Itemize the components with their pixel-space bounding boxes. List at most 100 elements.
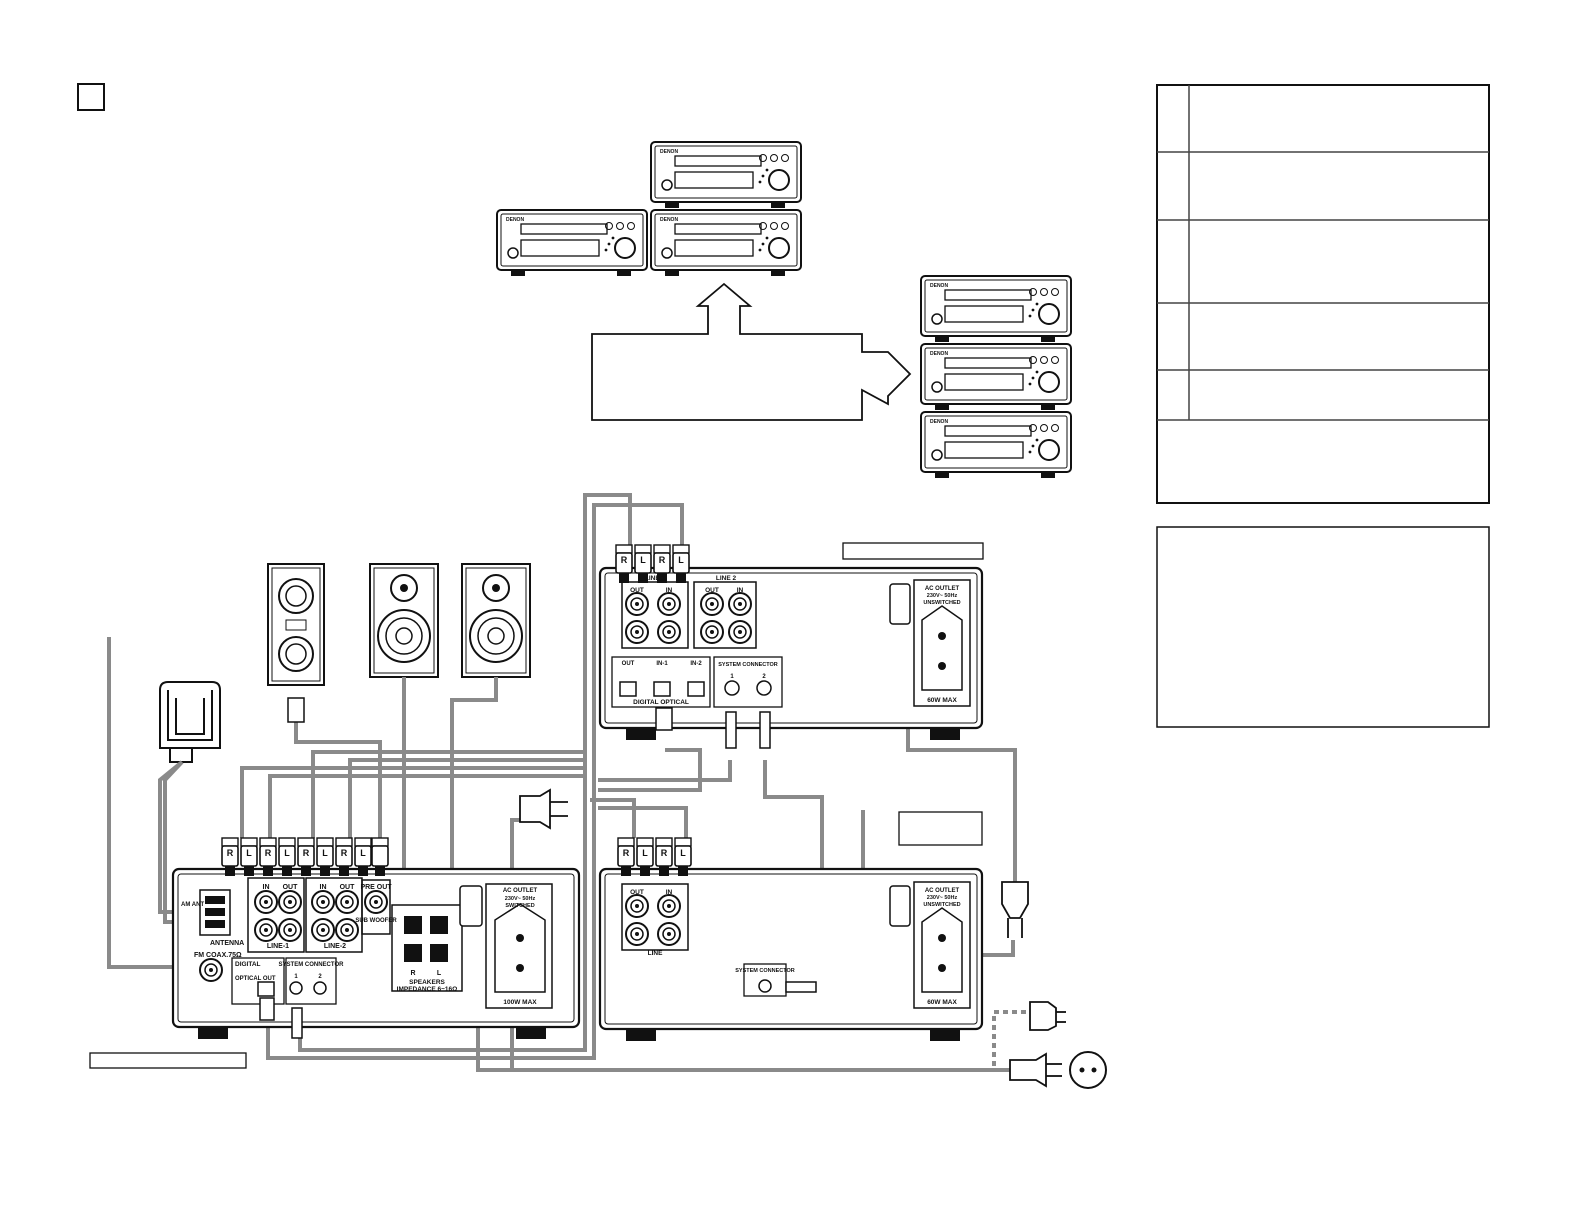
rx-amant-label: AM ANT xyxy=(181,902,204,908)
caption-box-receiver xyxy=(89,1052,247,1069)
rx-sys1-label: 1 xyxy=(294,974,298,980)
sub-plug xyxy=(287,697,305,723)
rx-sysconn-label: SYSTEM CONNECTOR xyxy=(279,962,345,968)
rx-sys2-label: 2 xyxy=(318,974,322,980)
dt-acoutlet-label: AC OUTLET xyxy=(925,586,960,592)
plug-label: L xyxy=(284,848,290,858)
plug-label: R xyxy=(227,848,234,858)
rx-digital-label: DIGITAL xyxy=(235,961,261,968)
plug-label: L xyxy=(246,848,252,858)
db-out-label: OUT xyxy=(630,889,644,896)
brand-label: DENON xyxy=(506,217,524,223)
db-acoutlet-label: AC OUTLET xyxy=(925,888,960,894)
brand-label: DENON xyxy=(660,217,678,223)
dt-acvolt-label: 230V~ 50Hz xyxy=(927,593,958,599)
optical-plug-receiver xyxy=(259,997,275,1021)
rx-line2-label: LINE-2 xyxy=(324,943,346,950)
plug-label: R xyxy=(659,555,666,565)
dt-sysconn-label: SYSTEM CONNECTOR xyxy=(718,662,778,668)
rx-r-label: R xyxy=(410,970,415,977)
side-box-notes xyxy=(1156,526,1490,728)
sys-plug-receiver xyxy=(291,1007,303,1039)
power-plug-deck xyxy=(1001,881,1029,938)
dt-optin1-label: IN-1 xyxy=(656,661,668,667)
plug-label: R xyxy=(265,848,272,858)
wall-socket-icon xyxy=(1069,1051,1107,1089)
rx-antenna-label: ANTENNA xyxy=(210,940,244,947)
dotted-mains xyxy=(992,1010,1026,1070)
db-maxw-label: 60W MAX xyxy=(927,999,957,1006)
brand-label: DENON xyxy=(660,149,678,155)
plug-label: L xyxy=(678,555,684,565)
rx-speakers-label: SPEAKERS xyxy=(409,979,445,986)
plug-label: R xyxy=(303,848,310,858)
plug-label: R xyxy=(621,555,628,565)
db-in-label: IN xyxy=(666,889,673,896)
rx-optout-label: OPTICAL OUT xyxy=(235,976,276,982)
dt-line2-label: LINE 2 xyxy=(716,575,737,582)
dt-optout-label: OUT xyxy=(622,661,635,667)
dt-line1-label: LINE 1 xyxy=(645,575,666,582)
plug-label: L xyxy=(322,848,328,858)
rx-in-label: IN xyxy=(263,884,270,891)
arrow-bracket xyxy=(591,282,912,421)
plug-label: R xyxy=(661,848,668,858)
dt-maxw-label: 60W MAX xyxy=(927,697,957,704)
dt-optin2-label: IN-2 xyxy=(690,661,702,667)
plug-label: L xyxy=(360,848,366,858)
caption-box-deck2 xyxy=(898,811,983,846)
am-loop-antenna xyxy=(159,681,221,763)
section-marker xyxy=(77,83,105,111)
db-unswitched-label: UNSWITCHED xyxy=(923,902,960,908)
sys-plug-deck-1 xyxy=(725,711,737,749)
plug-label: R xyxy=(623,848,630,858)
rx-in2-label: IN xyxy=(320,884,327,891)
side-table-rows xyxy=(1157,85,1489,421)
optical-plug-deck xyxy=(655,707,673,731)
db-line-label: LINE xyxy=(648,950,663,957)
rx-switched-label: SWITCHED xyxy=(505,903,534,909)
sys-plug-deck-bottom xyxy=(785,981,817,993)
dt-out2-label: OUT xyxy=(705,587,719,594)
rx-acoutlet-label: AC OUTLET xyxy=(503,888,538,894)
deck-top-rear-panel xyxy=(598,566,984,740)
dt-in-label: IN xyxy=(666,587,673,594)
dt-out-label: OUT xyxy=(630,587,644,594)
rx-maxw-label: 100W MAX xyxy=(503,999,537,1006)
left-speaker xyxy=(369,563,439,678)
plug-label: L xyxy=(680,848,686,858)
deck-bottom-rear-panel xyxy=(598,867,984,1041)
rx-out2-label: OUT xyxy=(340,884,356,891)
power-plug-receiver xyxy=(519,788,568,830)
dt-in2-label: IN xyxy=(737,587,744,594)
side-box-table xyxy=(1156,84,1490,504)
caption-box-deck xyxy=(842,542,984,560)
dt-digopt-label: DIGITAL OPTICAL xyxy=(633,699,689,706)
brand-label: DENON xyxy=(930,351,948,357)
dt-unswitched-label: UNSWITCHED xyxy=(923,600,960,606)
power-plug-mains xyxy=(1009,1052,1062,1088)
power-plug-uk xyxy=(1029,1001,1066,1031)
db-acvolt-label: 230V~ 50Hz xyxy=(927,895,958,901)
plug-label: L xyxy=(642,848,648,858)
db-sysconn-label: SYSTEM CONNECTOR xyxy=(735,968,795,974)
brand-label: DENON xyxy=(930,283,948,289)
rx-sub-label: SUB WOOFER xyxy=(355,918,397,924)
rx-line1-label: LINE-1 xyxy=(267,943,289,950)
plug-label: R xyxy=(341,848,348,858)
receiver-rear-panel xyxy=(171,867,581,1039)
rx-impedance-label: IMPEDANCE 6~16Ω xyxy=(397,986,458,993)
rx-acvolt-label: 230V~ 50Hz xyxy=(505,896,536,902)
dt-sys2-label: 2 xyxy=(762,674,766,680)
plug-label: L xyxy=(640,555,646,565)
center-speaker xyxy=(267,563,325,686)
rx-fmcoax-label: FM COAX.75Ω xyxy=(194,952,242,959)
rx-out-label: OUT xyxy=(283,884,299,891)
right-speaker xyxy=(461,563,531,678)
dt-sys1-label: 1 xyxy=(730,674,734,680)
rx-preout-label: PRE OUT xyxy=(360,884,392,891)
brand-label: DENON xyxy=(930,419,948,425)
sys-plug-deck-2 xyxy=(759,711,771,749)
rx-l-label: L xyxy=(437,970,442,977)
